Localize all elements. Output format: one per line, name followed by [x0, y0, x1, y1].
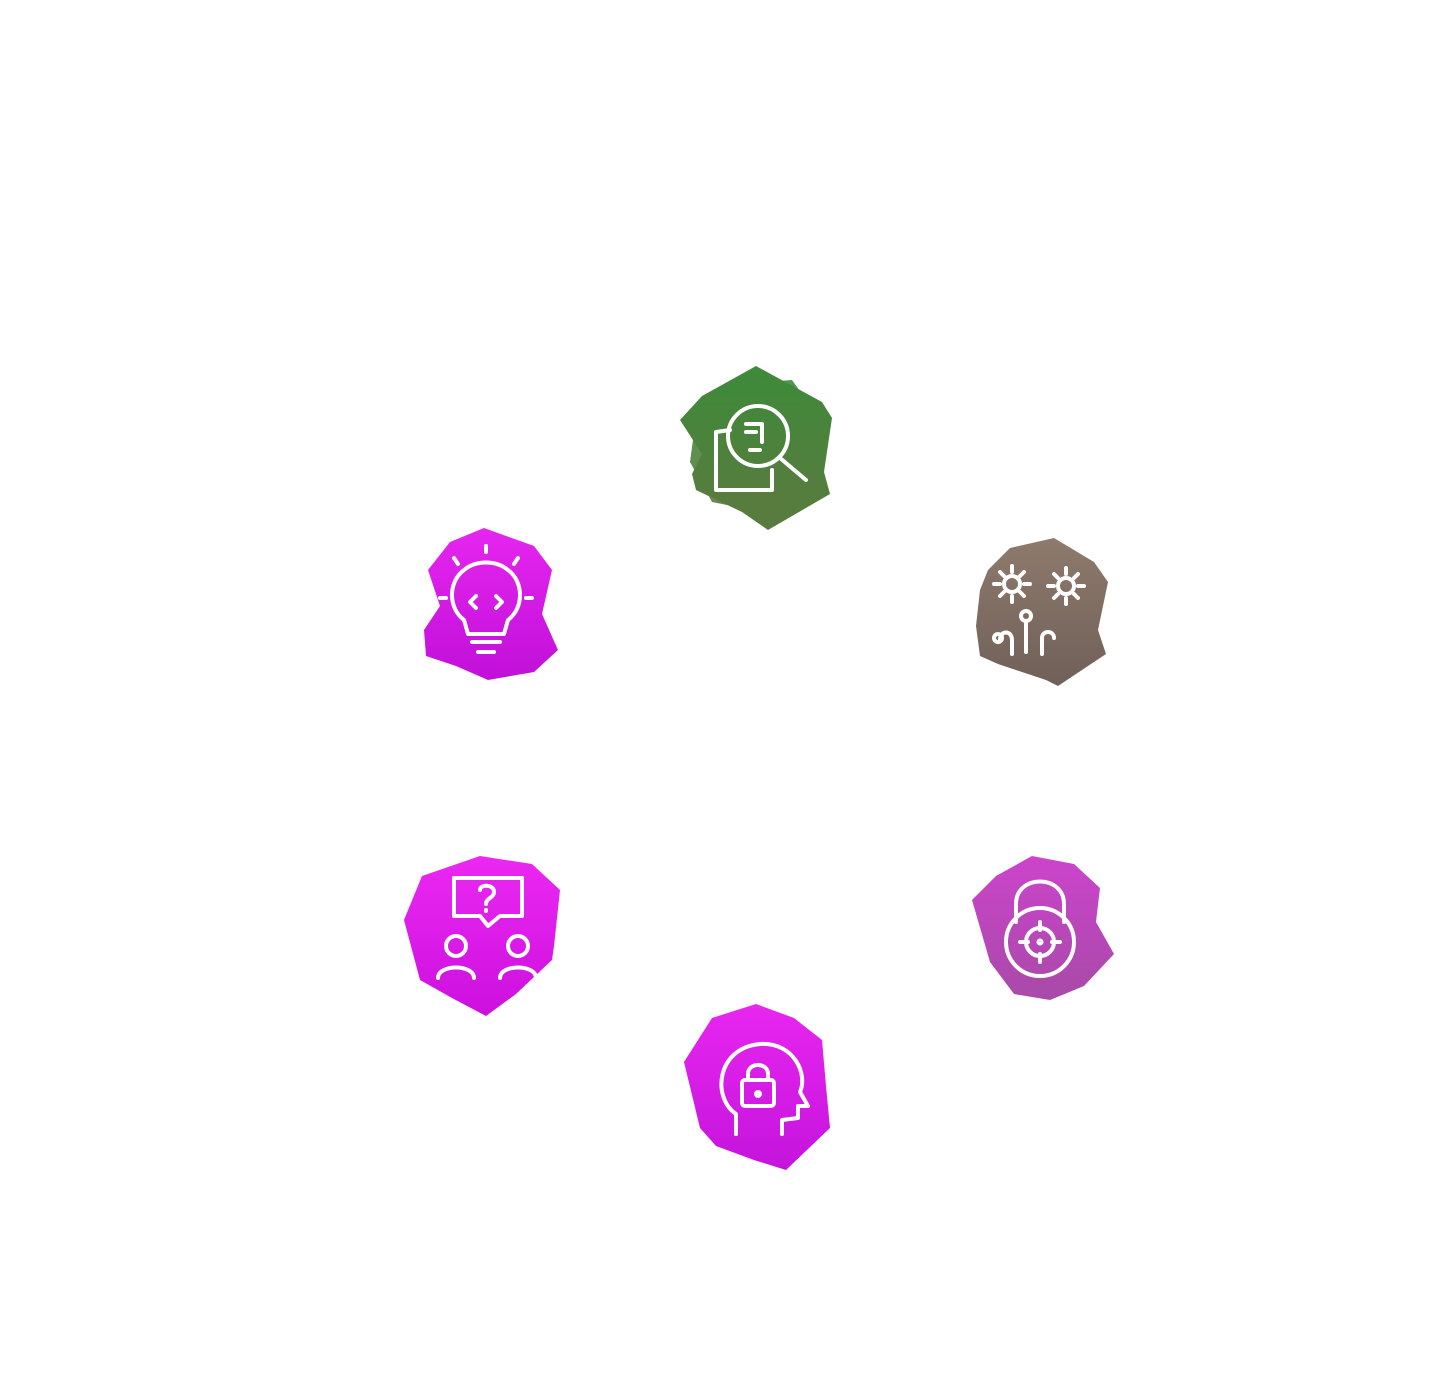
gears-circuit-icon [976, 538, 1108, 686]
code-lightbulb-icon [424, 528, 558, 680]
document-search-icon [680, 366, 832, 530]
people-question-chat-icon [404, 856, 560, 1016]
node-document-search [672, 362, 842, 532]
padlock-target-icon [972, 856, 1114, 1000]
head-lock-icon [684, 1004, 830, 1170]
node-gears-circuit [958, 530, 1128, 700]
node-people-question [396, 850, 566, 1020]
node-head-lock [676, 1000, 846, 1170]
node-padlock-target [958, 850, 1128, 1020]
node-code-idea [404, 522, 574, 692]
